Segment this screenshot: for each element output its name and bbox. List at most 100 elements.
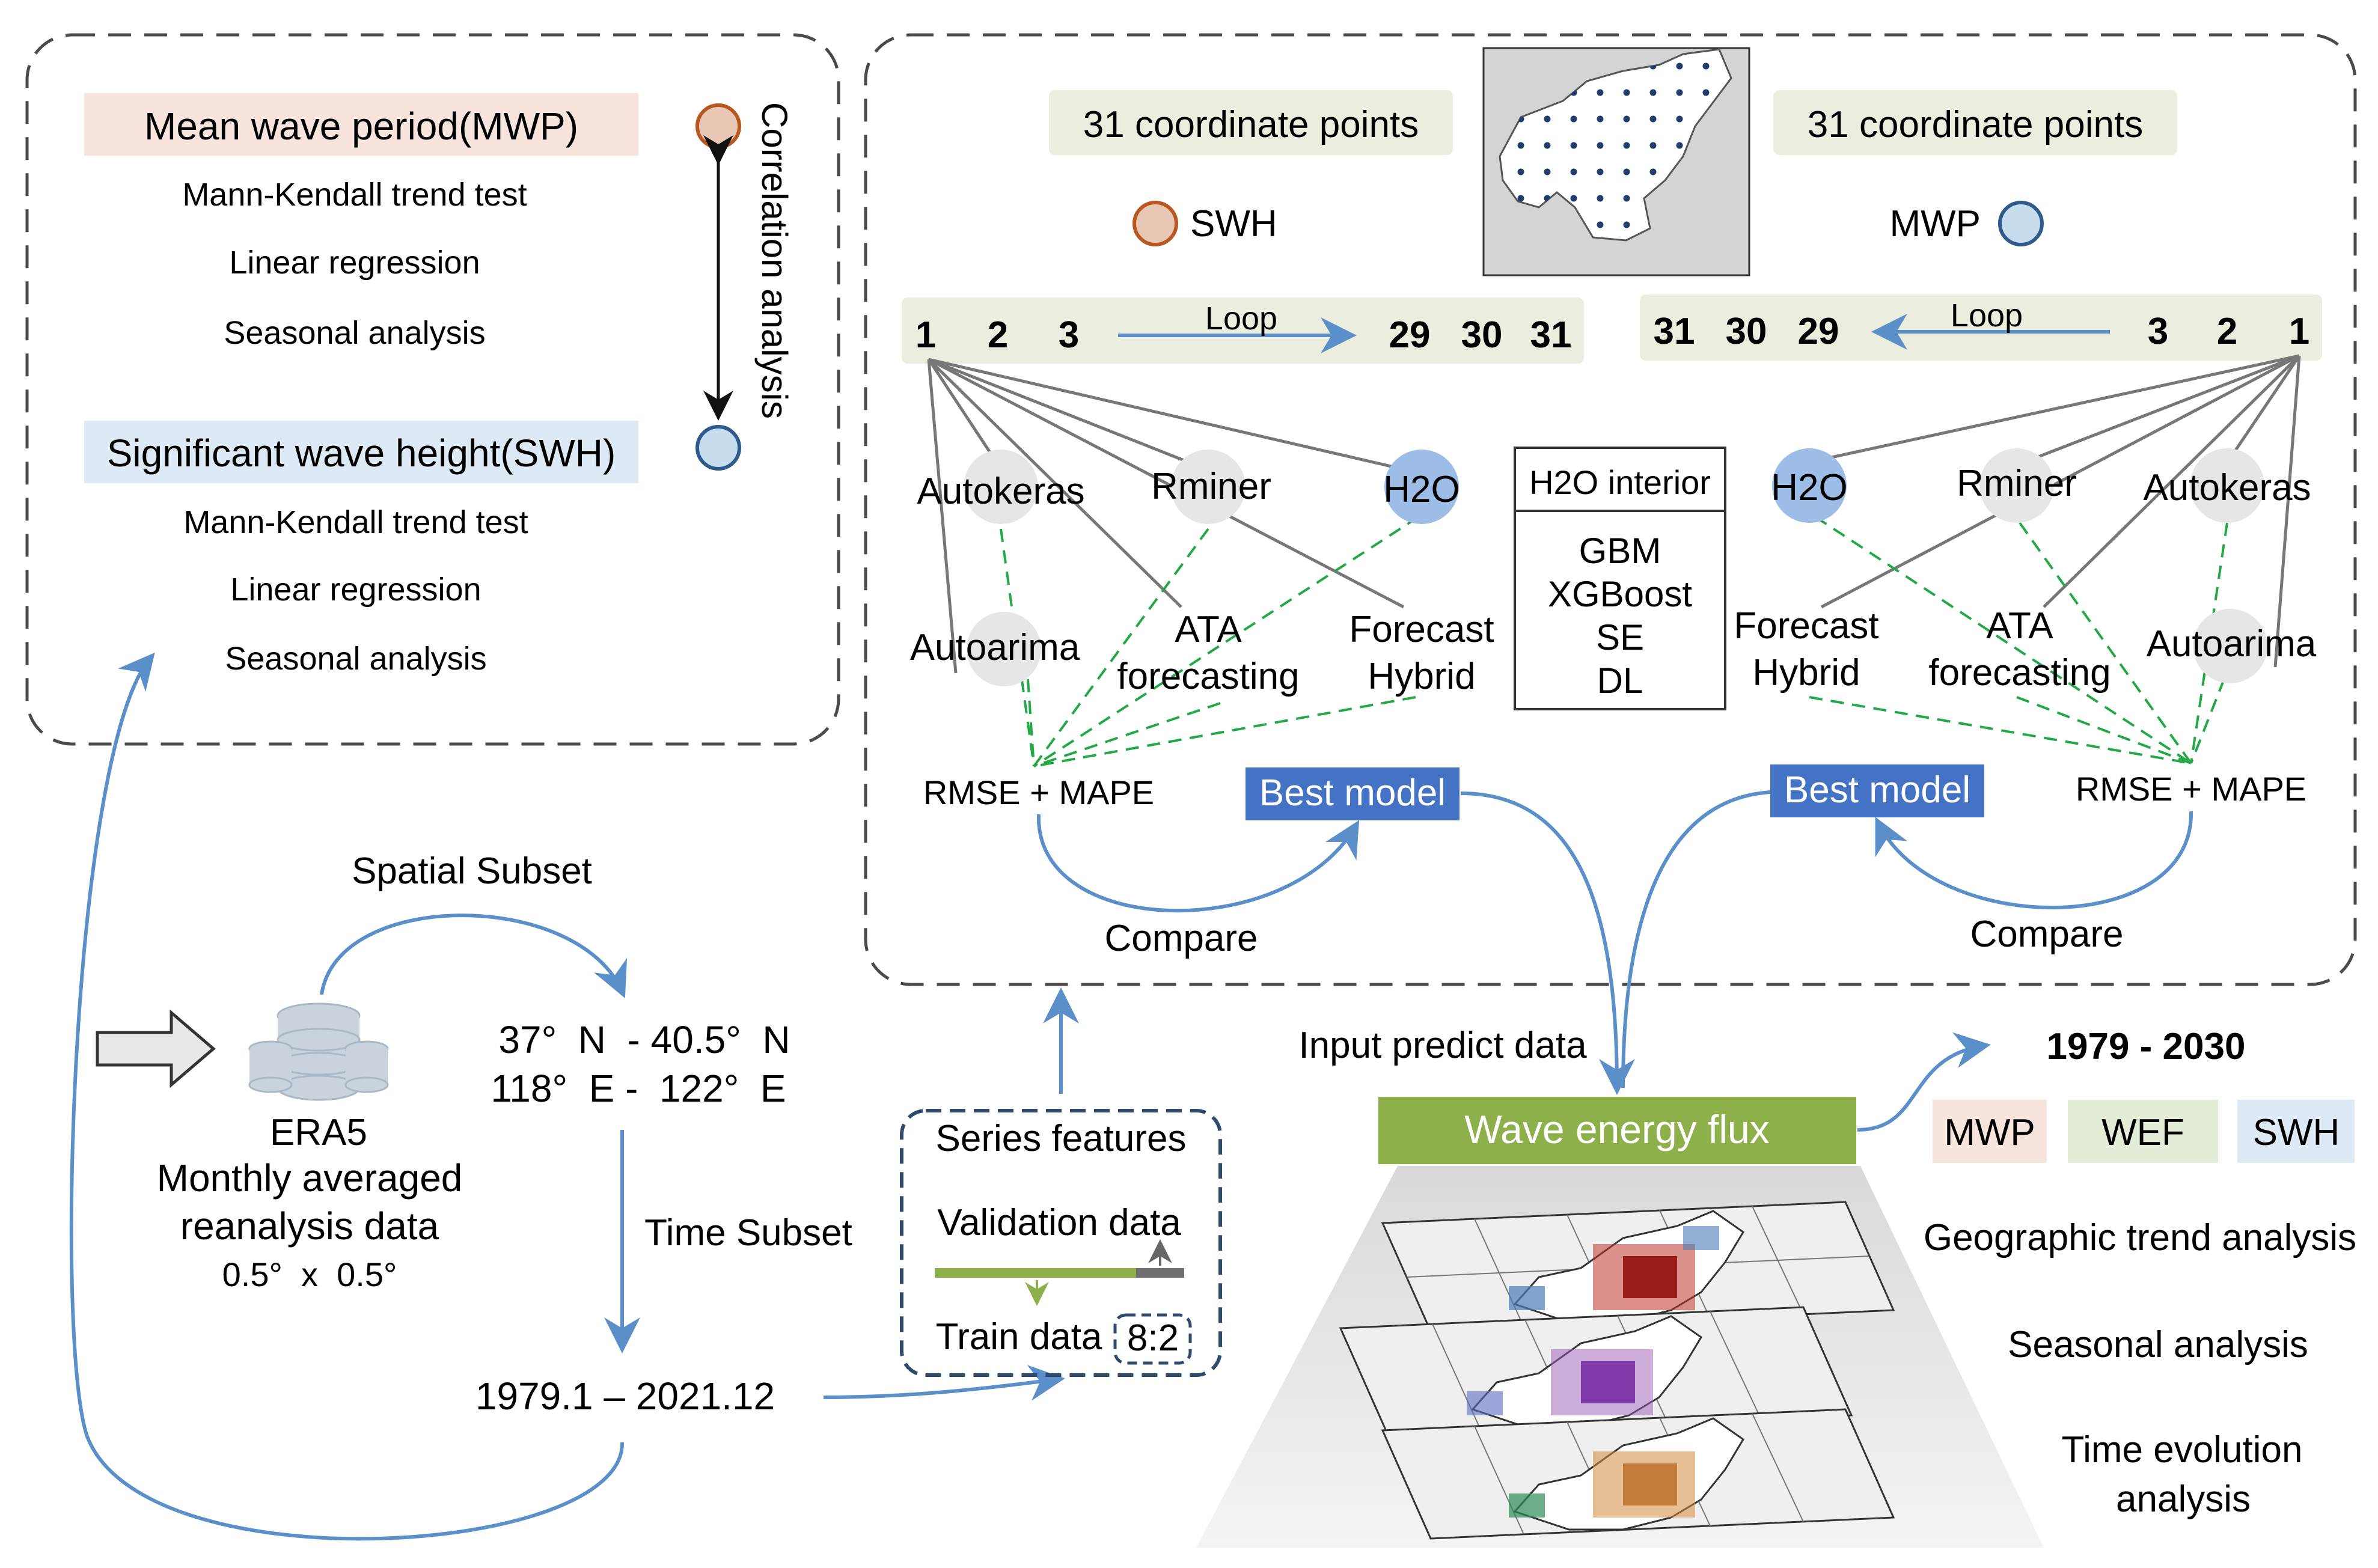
lat-range: 37° N - 40.5° N [498,1018,790,1061]
loop-right-3: 3 [2148,311,2168,352]
mwp-title-bg [84,93,638,156]
mwp-dot-small [1998,201,2044,246]
loop-left-30: 30 [1461,314,1503,356]
loop-label-right: Loop [1951,297,2023,334]
year-range: 1979 - 2030 [2047,1026,2246,1067]
modeling-panel [864,33,2357,986]
loop-left-1: 1 [915,314,936,356]
metric-links-left [1000,516,1420,767]
autoarima-circle-right [2193,609,2267,683]
analysis-seasonal: Seasonal analysis [2008,1324,2308,1365]
rminer-circle-left [1171,450,1246,524]
wef-to-years-arrow [1857,1032,1991,1132]
swh-title-bg [84,421,638,483]
best-model-right-label: Best model [1784,769,1970,811]
forecast-hybrid-left-2: Hybrid [1368,656,1475,697]
mwp-method-3: Seasonal analysis [224,315,485,351]
database-icon [248,1002,389,1101]
loop-bar-left [902,297,1584,364]
metric-links-right [1809,516,2228,764]
loop-left-2: 2 [988,314,1008,356]
h2o-item-se: SE [1596,617,1644,657]
map-layer-time [1381,1408,1895,1540]
h2o-label-left: H2O [1383,469,1460,510]
tag-mwp: MWP [1944,1112,2035,1153]
h2o-interior-title: H2O interior [1529,463,1711,501]
loop-left-31: 31 [1530,314,1572,356]
loop-left-29: 29 [1389,314,1431,356]
ata-label-right-2: forecasting [1928,652,2111,694]
compare-label-right: Compare [1970,914,2124,955]
spatial-subset-label: Spatial Subset [352,850,592,892]
wave-energy-flux-label: Wave energy flux [1464,1107,1769,1152]
swh-method-2: Linear regression [230,572,481,608]
era5-title: ERA5 [270,1112,367,1153]
forecast-hybrid-right-1: Forecast [1734,605,1878,647]
forecast-hybrid-left-1: Forecast [1349,609,1494,650]
mwp-method-2: Linear regression [229,245,480,281]
lon-range: 118° E - 122° E [491,1067,786,1110]
swh-title: Significant wave height(SWH) [107,432,616,475]
best-model-left-label: Best model [1259,772,1446,814]
swh-dot [695,425,741,471]
metric-right: RMSE + MAPE [2076,770,2306,808]
metric-left: RMSE + MAPE [923,773,1154,811]
tag-swh: SWH [2253,1112,2340,1153]
period-to-analysis-arrow [69,652,625,1541]
rminer-label-left: Rminer [1151,466,1271,507]
forecast-hybrid-right-2: Hybrid [1752,652,1860,694]
compare-arrow-left [1036,814,1360,913]
loop-right-2: 2 [2217,311,2237,352]
wave-energy-flux-box [1378,1097,1856,1164]
validation-data-label: Validation data [937,1202,1181,1243]
bohai-sea-map [1482,47,1750,276]
series-features-label: Series features [936,1118,1187,1159]
split-ratio-label: 8:2 [1127,1317,1179,1359]
map-layer-geographic [1381,1201,1895,1332]
ata-label-right-1: ATA [1986,605,2053,647]
analysis-time-evolution-2: analysis [2116,1478,2251,1520]
swh-dot-small [1132,201,1178,246]
tag-wef: WEF [2101,1112,2184,1153]
loop-right-31: 31 [1654,311,1695,352]
analysis-time-evolution: Time evolution [2062,1429,2303,1471]
coord-box-right [1773,90,2177,155]
analysis-geographic: Geographic trend analysis [1924,1217,2356,1258]
mwp-label: MWP [1889,203,1981,245]
input-predict-label: Input predict data [1298,1025,1587,1066]
time-subset-label: Time Subset [644,1212,852,1254]
autoarima-circle-left [967,612,1041,686]
tag-swh-bg [2237,1100,2355,1163]
analysis-panel [25,33,840,746]
correlation-label: Correlation analysis [754,102,795,419]
compare-label-left: Compare [1105,918,1258,959]
ata-label-left-1: ATA [1175,609,1242,650]
era5-line2: Monthly averaged [157,1156,463,1200]
autokeras-circle-right [2190,448,2264,523]
input-arrow [96,1009,216,1088]
autokeras-label-right: Autokeras [2143,467,2311,508]
model-links-left [927,358,1428,674]
loop-bar-right [1640,294,2322,361]
h2o-item-dl: DL [1597,660,1643,701]
mwp-dot [695,103,741,149]
h2o-circle-left [1384,450,1459,524]
split-ratio-box [1113,1313,1192,1365]
autoarima-label-right: Autoarima [2147,623,2317,665]
coord-box-left [1049,90,1453,155]
swh-label: SWH [1190,203,1277,245]
h2o-item-gbm: GBM [1579,531,1661,571]
autokeras-label-left: Autokeras [917,471,1084,512]
best-to-wef-left [1460,792,1635,1095]
swh-method-1: Mann-Kendall trend test [183,504,528,540]
best-model-left [1246,767,1460,820]
period-to-series-arrow [823,1365,1065,1401]
rminer-label-right: Rminer [1957,463,2077,504]
loop-right-1: 1 [2289,311,2309,352]
autoarima-label-left: Autoarima [910,627,1080,668]
compare-arrow-right [1875,811,2193,909]
h2o-label-right: H2O [1771,467,1847,508]
swh-method-3: Seasonal analysis [225,641,486,677]
loop-label-left: Loop [1205,300,1277,337]
